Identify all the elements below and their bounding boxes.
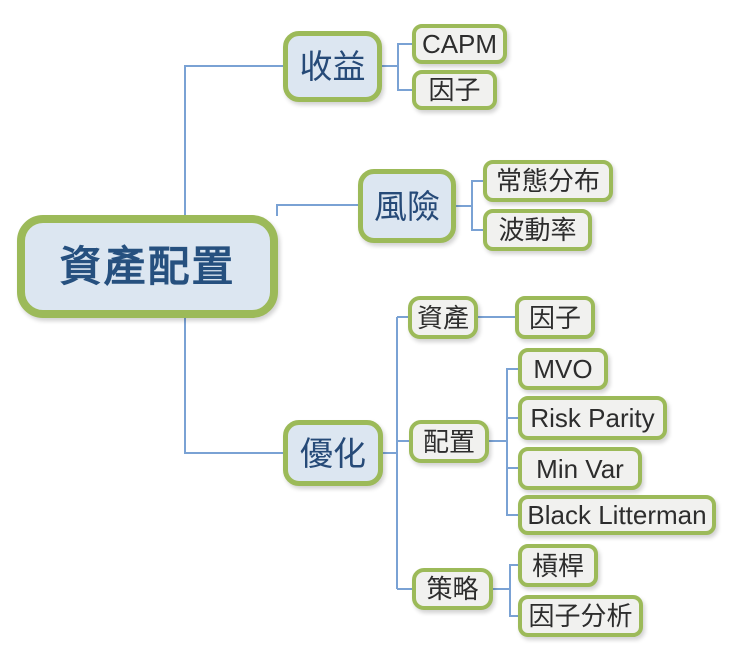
connector-returns-children <box>382 43 412 91</box>
connector-root-to-risk <box>276 204 358 216</box>
node-allocation: 配置 <box>409 420 489 463</box>
connector-strategy-children <box>493 564 518 617</box>
node-leverage: 槓桿 <box>518 544 598 587</box>
node-assets: 資產 <box>408 296 478 339</box>
node-returns: 收益 <box>283 31 382 102</box>
node-black-litterman: Black Litterman <box>518 495 716 535</box>
node-risk: 風險 <box>358 169 456 243</box>
node-min-var: Min Var <box>518 447 642 490</box>
node-mvo: MVO <box>518 348 608 390</box>
connector-root-to-optimization <box>184 318 283 454</box>
node-factor-analysis: 因子分析 <box>518 595 643 637</box>
connector-root-to-returns <box>184 65 283 215</box>
node-assets-factor: 因子 <box>515 296 595 339</box>
node-volatility: 波動率 <box>483 209 592 251</box>
node-optimization: 優化 <box>283 420 383 486</box>
connector-optimization-spine <box>383 316 412 590</box>
connector-allocation-children <box>489 368 518 516</box>
node-factor: 因子 <box>412 70 497 110</box>
node-capm: CAPM <box>412 24 507 64</box>
node-normal-distribution: 常態分布 <box>483 160 613 202</box>
node-risk-parity: Risk Parity <box>518 396 667 440</box>
node-strategy: 策略 <box>412 568 493 610</box>
node-asset-allocation: 資產配置 <box>17 215 278 318</box>
connector-risk-children <box>456 180 483 231</box>
